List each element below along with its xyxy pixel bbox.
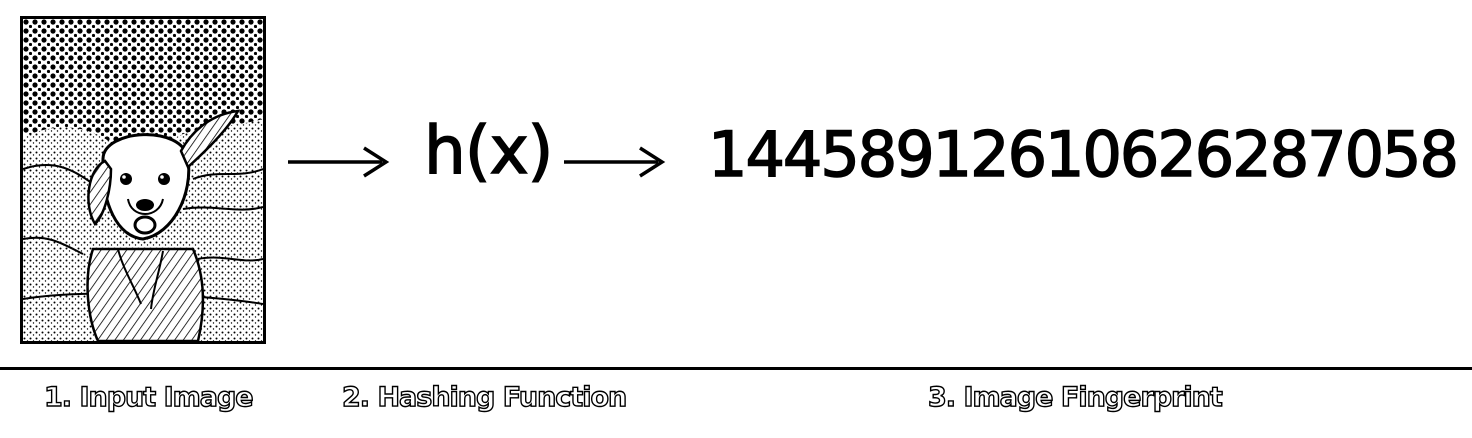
hash-function-label: h(x) (423, 112, 554, 189)
image-fingerprint-value: 14458912610626287058 (707, 118, 1459, 191)
step-label-hashing-function: 2. Hashing Function (341, 381, 628, 413)
arrow-right-icon (288, 146, 390, 178)
step-label-image-fingerprint: 3. Image Fingerprint (927, 381, 1223, 413)
step-label-input-image: 1. Input Image (43, 381, 254, 413)
section-divider (0, 367, 1472, 370)
arrow-right-icon (564, 146, 666, 178)
input-image (20, 16, 266, 344)
dog-photo-icon (23, 19, 263, 341)
